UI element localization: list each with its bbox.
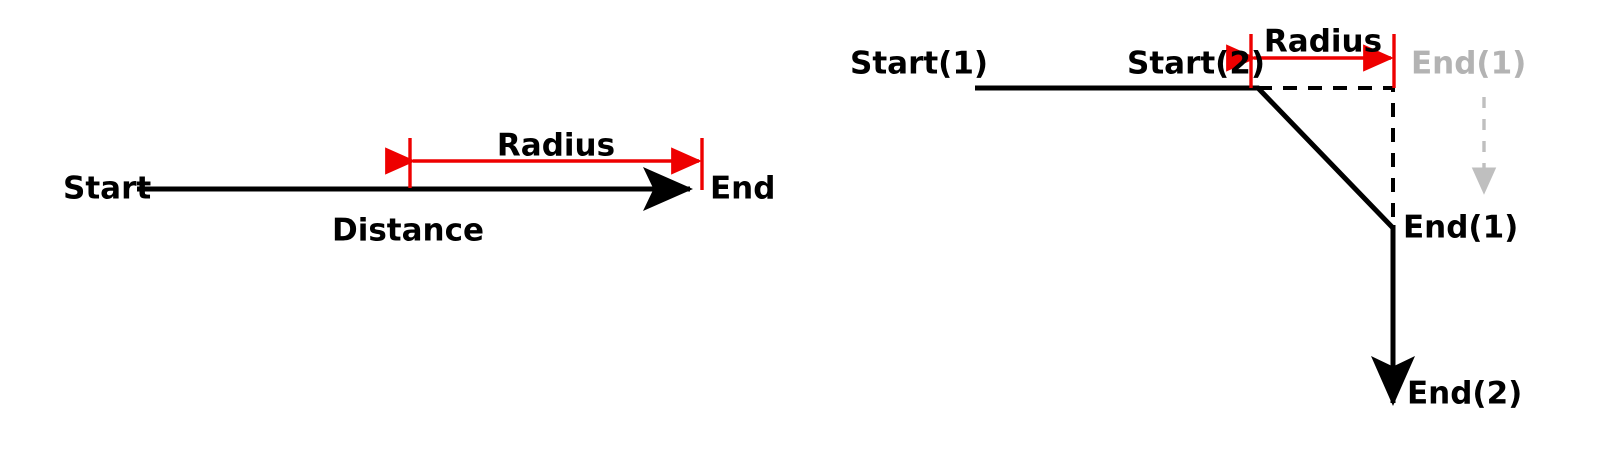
right-start-2-label: Start(2) (1127, 46, 1265, 82)
left-distance-label: Distance (332, 213, 484, 249)
left-radius-label: Radius (497, 128, 615, 164)
left-start-label: Start (63, 171, 151, 207)
left-diagram-group: Start End Radius Distance (63, 128, 775, 249)
right-radius-label: Radius (1264, 24, 1382, 60)
right-path-segment-1 (975, 85, 1395, 230)
right-start-1-label: Start(1) (850, 46, 988, 82)
right-end-1-label: End(1) (1403, 210, 1518, 246)
right-end-2-label: End(2) (1407, 376, 1522, 412)
right-diagram-group: Start(1) Start(2) Radius End(1) End(1) E… (850, 24, 1526, 412)
left-end-label: End (710, 171, 775, 207)
right-end-1-ghost-label: End(1) (1411, 46, 1526, 82)
